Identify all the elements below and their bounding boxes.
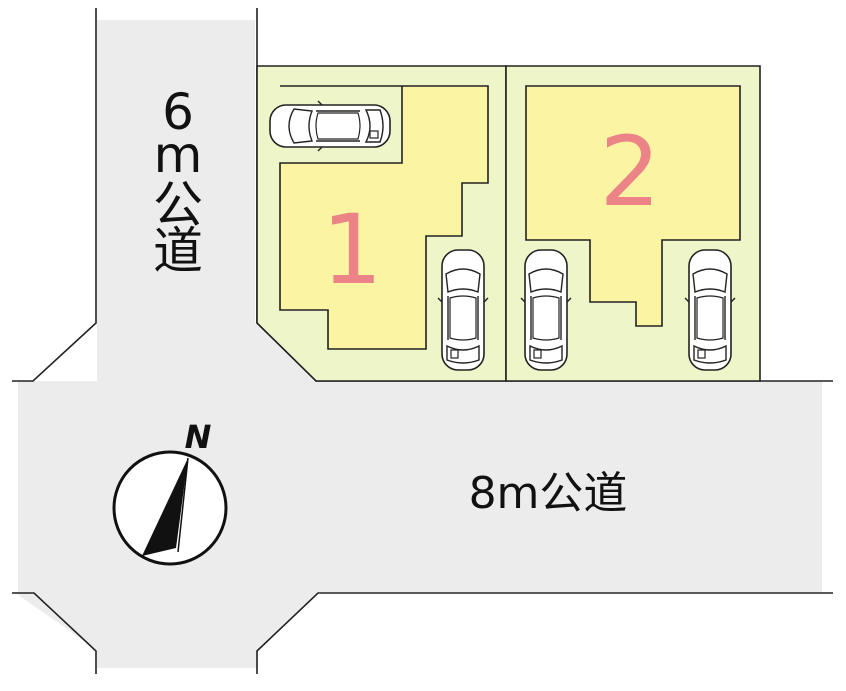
road-label-6m-char-2: m	[154, 126, 203, 184]
car-icon	[684, 249, 736, 371]
road-edge-east-south	[256, 592, 833, 674]
lot-number-1: 1	[321, 194, 382, 306]
car-icon	[520, 249, 572, 371]
road-6m	[97, 20, 314, 381]
road-label-6m-char-3: 公	[153, 176, 203, 234]
road-label-8m: 8m公道	[469, 468, 628, 519]
compass-label: N	[185, 418, 212, 456]
road-label-6m-char-4: 道	[153, 222, 203, 280]
car-icon	[269, 100, 391, 152]
compass-icon: N	[112, 418, 228, 566]
lot-number-2: 2	[599, 116, 660, 228]
road-8m	[18, 381, 822, 592]
road-6m-south	[14, 592, 319, 668]
house-lot-2	[525, 85, 741, 327]
road-edge-west-south	[12, 592, 97, 674]
road-edge-west-north	[12, 8, 97, 382]
house-lot-1	[279, 85, 489, 350]
road-label-6m-char-1: 6	[162, 83, 194, 141]
north-arrow-icon	[142, 458, 188, 556]
car-icon	[437, 249, 489, 371]
